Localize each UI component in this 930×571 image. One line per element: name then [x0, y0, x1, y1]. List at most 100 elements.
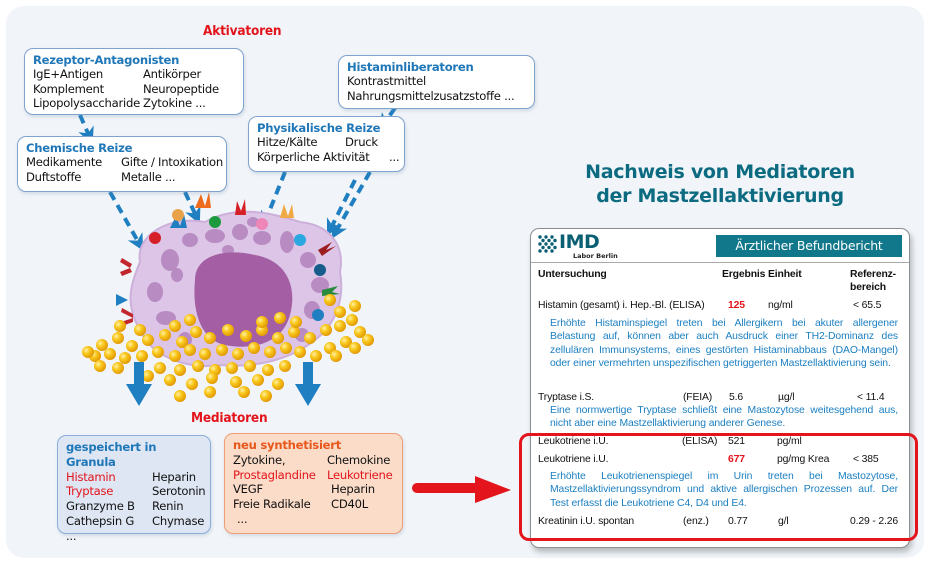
result-row-unit: pg/ml [777, 436, 802, 447]
result-row-test: Tryptase i.S. [538, 392, 594, 403]
mediator-granule [222, 324, 234, 336]
mediator-granule [134, 324, 146, 336]
activator-item: Zytokine ... [143, 95, 206, 110]
box-heading: neu synthetisiert [233, 438, 342, 452]
mediator-granule [154, 362, 166, 374]
mediator-granule [136, 350, 148, 362]
mediator-granule [334, 320, 346, 332]
activator-item: IgE+Antigen [33, 67, 103, 82]
mediator-granule [216, 344, 228, 356]
result-row-test: Leukotriene i.U. [538, 436, 609, 447]
mediator-granule [192, 360, 204, 372]
box-heading: Chemische Reize [26, 141, 133, 155]
result-row-reference: 0.29 - 2.26 [850, 516, 899, 527]
mediator-granule [272, 378, 284, 390]
mediator-granule [204, 386, 216, 398]
mediator-granule [244, 360, 256, 372]
mediator-granule [232, 348, 244, 360]
mediator-granule [362, 334, 374, 346]
mediator-granule [240, 330, 252, 342]
mediator-granule [112, 332, 124, 344]
box-heading: Histaminliberatoren [347, 60, 474, 74]
mediator-granule [294, 346, 306, 358]
histamine-liberators-box: Histaminliberatoren Kontrastmittel Nahru… [338, 55, 535, 109]
col-header-unit: Einheit [768, 269, 802, 280]
mediator-granule [288, 326, 300, 338]
result-row-method: (ELISA) [682, 436, 718, 447]
arrow-right-icon [412, 476, 511, 503]
mediator-granule [126, 340, 138, 352]
result-row-test: Leukotriene i.U. [538, 454, 609, 465]
mediator-item: Leukotriene [327, 467, 393, 482]
col-header-test: Untersuchung [538, 269, 607, 280]
result-row-method: (FEIA) [683, 392, 713, 403]
mediator-granule [142, 334, 154, 346]
result-note-histamine: Erhöhte Histaminspiegel treten bei Aller… [550, 318, 898, 370]
mediator-granule [206, 372, 218, 384]
mediator-granule [340, 336, 352, 348]
activator-item: Gifte / Intoxikation [121, 155, 223, 170]
arrow-histamine-lib-lower [326, 179, 357, 237]
result-row-unit: g/l [778, 516, 789, 527]
arrow-physical-left-to-cell [260, 171, 287, 229]
mediator-granule [114, 320, 126, 332]
mediator-granule [169, 320, 181, 332]
activator-item: Nahrungsmittelzusatzstoffe ... [347, 88, 515, 103]
mediator-granule [264, 346, 276, 358]
mediator-granule [230, 376, 242, 388]
result-row-value: 677 [728, 454, 745, 465]
activator-item: Lipopolysaccharide [33, 95, 140, 110]
mediator-granule [119, 352, 131, 364]
result-row-method: (enz.) [683, 516, 709, 527]
mediator-item: Histamin [66, 469, 116, 484]
leukotriene-highlight-frame [519, 433, 918, 541]
cell-granules-internal [147, 217, 329, 348]
mediator-item: Prostaglandine [233, 467, 316, 482]
box-heading: gespeichert in Granula [66, 440, 157, 469]
mediator-granule [349, 342, 361, 354]
activator-item: ... [389, 149, 400, 164]
result-row-value: 0.77 [728, 516, 748, 527]
mediator-granule [279, 360, 291, 372]
mediator-granule [184, 344, 196, 356]
mediator-item: Cathepsin G [66, 513, 135, 528]
result-row-value: 521 [728, 436, 745, 447]
mediator-item: Zytokine, [233, 452, 286, 467]
mediator-granule [142, 370, 154, 382]
mediator-granule [290, 316, 302, 328]
mediator-granule [349, 300, 361, 312]
mediator-granule [354, 326, 366, 338]
main-title-line1: Nachweis von Mediatoren [585, 161, 855, 183]
main-title: Nachweis von Mediatoren der Mastzellakti… [565, 160, 875, 208]
activator-item: Körperliche Aktivität [257, 149, 370, 164]
mediator-granule [324, 294, 336, 306]
mediator-granule [159, 329, 171, 341]
result-row-value: 125 [728, 300, 745, 311]
synthesized-mediators-box: neu synthetisiert Zytokine,Chemokine Pro… [224, 433, 403, 534]
mediator-granule [252, 374, 264, 386]
mediator-item: ... [237, 511, 248, 526]
mediator-item: VEGF [233, 482, 263, 497]
mediator-granule [96, 339, 108, 351]
mediator-item: CD40L [331, 497, 368, 512]
mediator-granule [186, 378, 198, 390]
mediator-granule [112, 362, 124, 374]
result-row-reference: < 385 [853, 454, 879, 465]
arrow-receptor-to-cell [78, 114, 94, 145]
result-row-test: Histamin (gesamt) i. Hep.-Bl. (ELISA) [538, 300, 705, 311]
result-row-value: 5.6 [729, 392, 743, 403]
result-note-tryptase: Eine normwertige Tryptase schließt eine … [550, 405, 898, 430]
activator-item: Antikörper [143, 67, 201, 82]
mediator-granule [199, 348, 211, 360]
mediator-item: Tryptase [66, 484, 114, 499]
activator-item: Hitze/Kälte [257, 135, 318, 150]
result-row-reference: < 11.4 [857, 392, 885, 403]
activator-item: Metalle ... [121, 169, 176, 184]
activator-arrows-lower [326, 179, 357, 237]
main-title-line2: der Mastzellaktivierung [596, 185, 844, 207]
mediator-granule [256, 316, 268, 328]
arrow-chemical-left-to-cell [108, 191, 144, 251]
